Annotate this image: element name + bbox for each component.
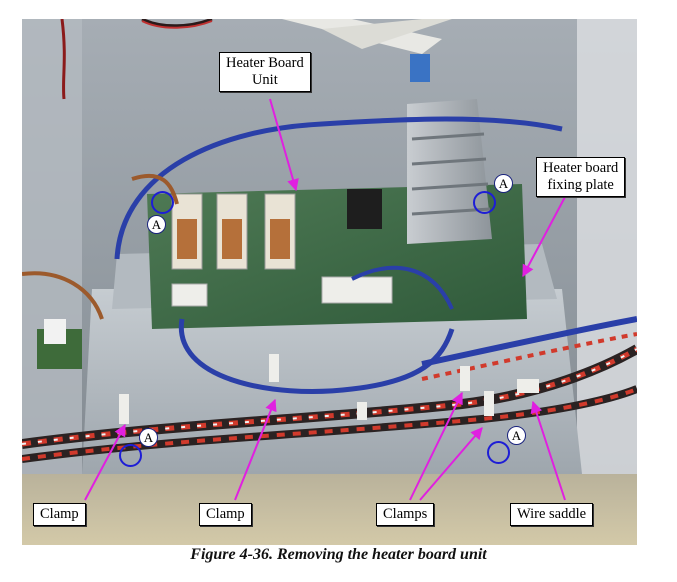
- screw-ring: [151, 191, 174, 214]
- wire-saddle: [517, 379, 539, 393]
- label-heater-board-unit: Heater Board Unit: [219, 52, 311, 92]
- label-clamps: Clamps: [376, 503, 435, 526]
- screw-ring: [487, 441, 510, 464]
- figure-caption: Figure 4-36. Removing the heater board u…: [190, 546, 487, 563]
- photo-illustration: [22, 19, 637, 545]
- label-clamp-center: Clamp: [199, 503, 252, 526]
- screw-marker-a: A: [147, 215, 166, 234]
- clamp: [269, 354, 279, 382]
- label-heater-board-unit-line2: Unit: [251, 72, 278, 88]
- clamp: [119, 394, 129, 424]
- screw-marker-a: A: [507, 426, 526, 445]
- screw-ring: [119, 444, 142, 467]
- label-clamp-left: Clamp: [33, 503, 86, 526]
- screw-ring: [473, 191, 496, 214]
- screw-marker-a: A: [494, 174, 513, 193]
- clamp: [484, 391, 494, 416]
- blue-wire-harness: [114, 116, 563, 260]
- clamp: [460, 366, 470, 391]
- heater-board-photo: [22, 19, 637, 545]
- label-fixing-plate-line1: Heater board: [543, 160, 619, 176]
- label-wire-saddle: Wire saddle: [510, 503, 594, 526]
- screw-marker-a: A: [139, 428, 158, 447]
- label-heater-board-unit-line1: Heater Board: [226, 55, 304, 71]
- connector: [321, 276, 393, 304]
- label-fixing-plate-line2: fixing plate: [547, 177, 614, 193]
- label-fixing-plate: Heater board fixing plate: [536, 157, 626, 197]
